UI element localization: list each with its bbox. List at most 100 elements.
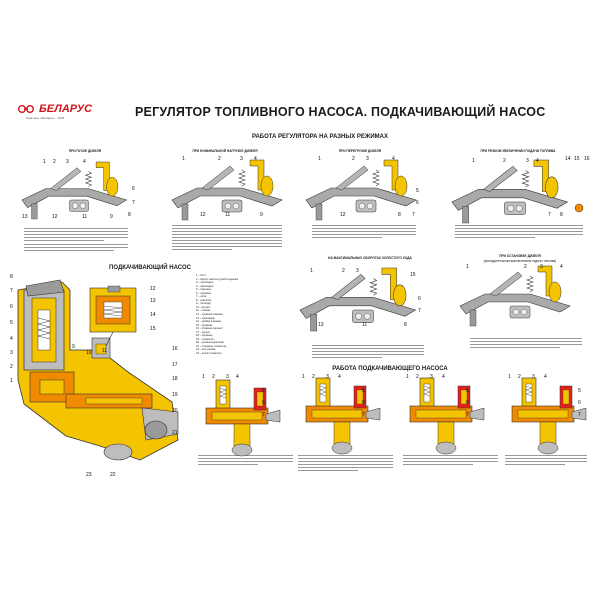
label-m6-4: 4 (560, 264, 563, 270)
brand-logo: БЕЛАРУС (18, 103, 92, 115)
label-m1-4: 4 (83, 159, 86, 165)
label-m1-9: 9 (110, 214, 113, 220)
label-w4-6: 6 (578, 400, 581, 406)
label-p-4: 4 (10, 336, 13, 342)
legend-item: 5 – поршень; (196, 288, 212, 292)
legend-item: 13 – прокладка; (196, 316, 216, 320)
label-p-5: 5 (10, 320, 13, 326)
label-m4-15: 15 (574, 156, 580, 162)
label-m5-3: 3 (356, 268, 359, 274)
label-m5-1: 1 (310, 268, 313, 274)
label-w4-2: 2 (518, 374, 521, 380)
legend-item: 6 – пружина; (196, 291, 212, 295)
label-p-16: 16 (172, 346, 178, 352)
label-m5-15: 15 (410, 272, 416, 278)
label-p-14: 14 (150, 312, 156, 318)
legend-item: 14 – пробка клапана; (196, 320, 222, 324)
label-w1-3: 3 (226, 374, 229, 380)
label-w4-3: 3 (532, 374, 535, 380)
label-w2-5: 5 (362, 388, 365, 394)
label-m4-7: 7 (548, 212, 551, 218)
legend-item: 20 – роликоподшипник; (196, 341, 225, 345)
label-w3-6: 6 (466, 400, 469, 406)
mode-title-overload: ПРИ ПЕРЕГРУЗКЕ ДИЗЕЛЯ (338, 149, 382, 153)
label-p-23: 23 (86, 472, 92, 478)
label-m1-11: 11 (82, 214, 88, 220)
label-p-1: 1 (10, 378, 13, 384)
mode-title-nominal: ПРИ НОМИНАЛЬНОЙ НАГРУЗКЕ ДИЗЕЛЯ (192, 149, 258, 153)
label-m1-3: 3 (66, 159, 69, 165)
mode-title-start: ПРИ ПУСКЕ ДИЗЕЛЯ (68, 149, 102, 153)
legend-item: 4 – прокладка; (196, 284, 214, 288)
label-w4-7: 7 (578, 412, 581, 418)
label-m3-6: 6 (416, 200, 419, 206)
brand-name: БЕЛАРУС (39, 103, 93, 115)
label-m6-3: 3 (540, 264, 543, 270)
label-w3-5: 5 (466, 388, 469, 394)
label-w1-2: 2 (212, 374, 215, 380)
label-m4-8: 8 (560, 212, 563, 218)
label-m5-13: 13 (318, 322, 324, 328)
legend-item: 9 – цилиндр; (196, 302, 212, 306)
label-w1-1: 1 (202, 374, 205, 380)
label-m5-8: 8 (404, 322, 407, 328)
label-w4-4: 4 (544, 374, 547, 380)
page-title: РЕГУЛЯТОР ТОПЛИВНОГО НАСОСА. ПОДКАЧИВАЮЩ… (135, 105, 546, 119)
section-modes-heading: РАБОТА РЕГУЛЯТОРА НА РАЗНЫХ РЕЖИМАХ (251, 134, 388, 140)
label-w2-3: 3 (326, 374, 329, 380)
label-m2-11: 11 (225, 212, 231, 218)
belarus-logo-icon (18, 105, 34, 113)
label-m3-4: 4 (392, 156, 395, 162)
label-p-18: 18 (172, 376, 178, 382)
label-w2-6: 6 (362, 400, 365, 406)
label-m5-6: 6 (418, 296, 421, 302)
label-w4-1: 1 (508, 374, 511, 380)
label-m1-7: 7 (132, 200, 135, 206)
label-m3-8: 8 (398, 212, 401, 218)
label-m2-4: 4 (254, 156, 257, 162)
pump-work-diagram-2 (305, 377, 381, 455)
mode-title-stop-note: (принудительным выключением подачи топли… (483, 259, 557, 263)
section-pump-heading: ПОДКАЧИВАЮЩИЙ НАСОС (109, 265, 191, 271)
legend-item: 3 – прокладка; (196, 281, 214, 285)
label-w3-7: 7 (466, 412, 469, 418)
label-w2-7: 7 (362, 412, 365, 418)
label-w1-7: 7 (262, 412, 265, 418)
label-w1-6: 6 (262, 400, 265, 406)
legend-item: 16 – пружина поршня; (196, 327, 223, 331)
label-m4-2: 2 (503, 158, 506, 164)
legend-item: 21 – стержень толкателя; (196, 344, 227, 348)
legend-item: 23 – ролик толкателя (196, 352, 222, 356)
brand-subtitle: Тракторы «Беларус» - 1025 (26, 116, 65, 120)
mode-title-stop: ПРИ ОСТАНОВКЕ ДИЗЕЛЯ (499, 254, 541, 258)
label-m3-5: 5 (416, 188, 419, 194)
mode-title-max-idle: НА МАКСИМАЛЬНЫХ ОБОРОТАХ ХОЛОСТОГО ХОДА (328, 256, 412, 260)
label-p-9: 9 (72, 344, 75, 350)
label-p-12: 12 (150, 286, 156, 292)
legend-item: 15 – пружина; (196, 323, 213, 327)
label-m4-14: 14 (565, 156, 571, 162)
legend-item: 10 – втулка; (196, 305, 211, 309)
label-m2-9: 9 (260, 212, 263, 218)
label-p-8: 8 (10, 274, 13, 280)
mode-title-sharp-increase: ПРИ РЕЗКОМ УВЕЛИЧЕНИИ ПОДАЧИ ТОПЛИВА (480, 149, 556, 153)
label-p-20: 20 (172, 408, 178, 414)
label-p-17: 17 (172, 362, 178, 368)
label-m2-12: 12 (200, 212, 206, 218)
label-m1-1: 1 (43, 159, 46, 165)
pump-parts-legend: 1 – болт; 2 – корпус насоса ручной подка… (196, 274, 246, 356)
label-p-7: 7 (10, 288, 13, 294)
label-p-15: 15 (150, 326, 156, 332)
label-m3-2: 2 (352, 156, 355, 162)
legend-item: 18 – поршень; (196, 334, 214, 338)
label-w2-4: 4 (338, 374, 341, 380)
label-m2-2: 2 (218, 156, 221, 162)
label-m3-7: 7 (412, 212, 415, 218)
label-m6-2: 2 (524, 264, 527, 270)
label-m4-4: 4 (536, 158, 539, 164)
label-m4-1: 1 (472, 158, 475, 164)
label-p-11: 11 (102, 348, 108, 354)
label-m2-1: 1 (182, 156, 185, 162)
